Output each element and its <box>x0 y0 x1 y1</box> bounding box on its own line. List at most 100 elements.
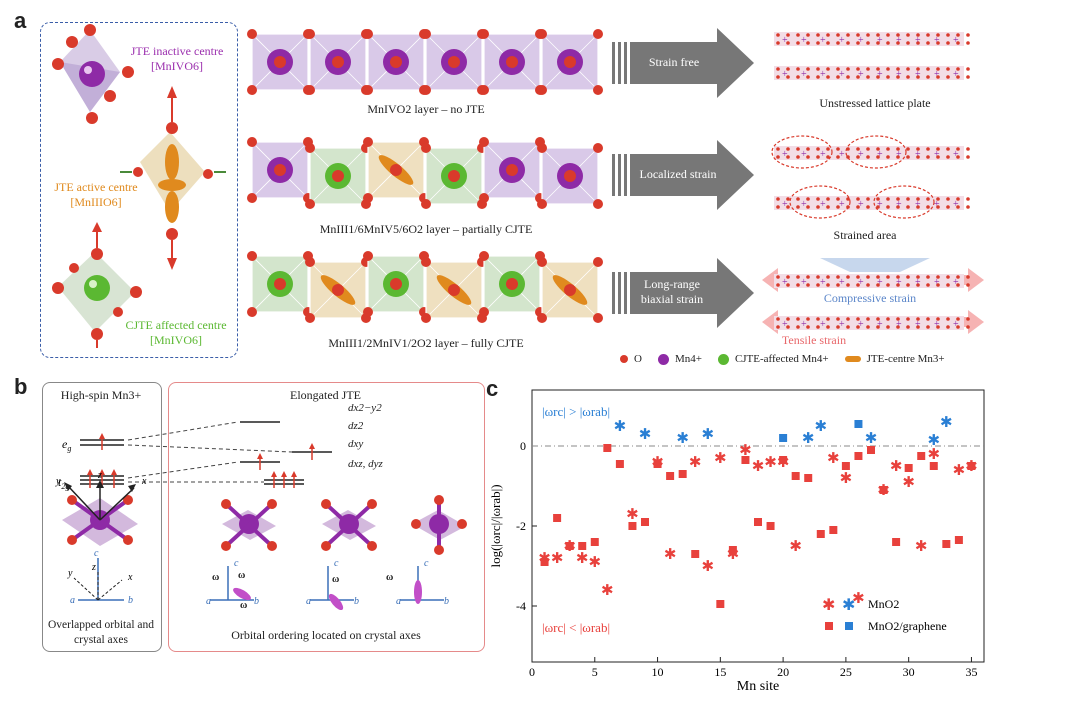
svg-text:+: + <box>877 199 883 210</box>
oxygen-atom <box>363 251 373 261</box>
svg-text:+: + <box>839 319 845 330</box>
oxygen-atom <box>593 313 603 323</box>
oxygen-atom <box>506 56 518 68</box>
svg-text:+: + <box>782 35 788 46</box>
data-point: ✱ <box>890 459 903 475</box>
series-2 <box>540 444 976 608</box>
mn4-legend-icon <box>657 353 669 365</box>
oxygen-atom <box>247 29 257 39</box>
data-point: ✱ <box>664 547 677 563</box>
data-point <box>716 600 725 608</box>
annotation-top: |ωrc| > |ωrab| <box>542 404 610 419</box>
oxygen-atom <box>564 170 576 182</box>
data-point <box>942 540 951 548</box>
svg-text:+: + <box>896 277 902 288</box>
strain-arrows <box>612 28 754 328</box>
svg-text:+: + <box>801 319 807 330</box>
data-point: ✱ <box>714 451 727 467</box>
data-point <box>666 472 675 480</box>
svg-text:+: + <box>782 319 788 330</box>
oxygen-atom <box>537 257 547 267</box>
svg-text:+: + <box>782 69 788 80</box>
svg-text:b: b <box>254 596 259 607</box>
data-point <box>879 486 888 494</box>
svg-text:+: + <box>953 69 959 80</box>
inactive-octahedron <box>52 24 134 124</box>
data-point <box>892 538 901 546</box>
data-point: ✱ <box>802 431 815 447</box>
svg-text:+: + <box>934 69 940 80</box>
data-point <box>867 446 875 454</box>
compressive-label: Compressive strain <box>823 291 917 305</box>
oxygen-atom <box>479 29 489 39</box>
panel-c-letter: c <box>486 376 499 401</box>
svg-text:+: + <box>839 277 845 288</box>
svg-text:+: + <box>801 199 807 210</box>
oxygen-atom <box>593 199 603 209</box>
oxygen-atom <box>448 284 460 296</box>
svg-text:+: + <box>801 69 807 80</box>
svg-text:+: + <box>953 35 959 46</box>
data-point <box>829 526 838 534</box>
orbital-dx2y2: dx2−y2 <box>348 402 382 414</box>
orbital-dxy: dxy <box>348 438 364 450</box>
compressive-arrow <box>820 258 930 272</box>
svg-text:ω: ω <box>240 600 247 610</box>
chart-legend: ✱ ✱ MnO2 MnO2/graphene <box>822 597 947 633</box>
svg-text:+: + <box>877 277 883 288</box>
strained-plates: ++++++++++++++++++++ <box>771 135 970 219</box>
data-point <box>741 456 750 464</box>
data-point <box>841 462 850 470</box>
svg-text:a: a <box>206 596 211 607</box>
oxygen-atom <box>479 137 489 147</box>
active-octahedron <box>120 86 226 270</box>
data-point: ✱ <box>701 427 714 443</box>
oxygen-atom <box>390 56 402 68</box>
x-tick-label: 35 <box>965 665 977 679</box>
oxygen-atom <box>593 85 603 95</box>
centres-illustration <box>52 24 226 348</box>
oxygen-atom <box>363 29 373 39</box>
svg-text:+: + <box>877 319 883 330</box>
inactive-label-2: [MnIVO6] <box>151 59 203 73</box>
data-point <box>653 460 662 468</box>
cjte-label-1: CJTE affected centre <box>125 318 227 332</box>
high-spin-title: High-spin Mn3+ <box>60 388 142 402</box>
oxygen-atom <box>421 313 431 323</box>
oxygen-atom <box>363 137 373 147</box>
y-axis-label: log(|ωrc|/|ωrab|) <box>488 484 503 567</box>
data-point <box>766 522 775 530</box>
oxygen-atom <box>537 29 547 39</box>
svg-text:+: + <box>782 149 788 160</box>
x-tick-label: 5 <box>592 665 598 679</box>
layer-row-1 <box>247 29 603 95</box>
oxygen-atom <box>332 284 344 296</box>
legend-mno2-graphene: MnO2/graphene <box>868 619 947 633</box>
arrow-1 <box>612 28 754 98</box>
elongated-title: Elongated JTE <box>290 388 361 402</box>
data-point <box>779 456 788 464</box>
oxygen-atom <box>247 193 257 203</box>
data-point <box>954 536 963 544</box>
data-point: ✱ <box>588 555 601 571</box>
svg-text:+: + <box>915 199 921 210</box>
orbital-dz2: dz2 <box>348 420 364 432</box>
svg-text:+: + <box>953 199 959 210</box>
data-point: ✱ <box>852 591 865 607</box>
legend-red-square <box>825 622 833 630</box>
svg-text:+: + <box>858 319 864 330</box>
data-point <box>816 530 825 538</box>
oxygen-atom <box>537 85 547 95</box>
oxygen-atom <box>593 257 603 267</box>
oxygen-atom <box>537 143 547 153</box>
svg-text:+: + <box>820 277 826 288</box>
strain-region <box>873 185 935 219</box>
panel-a-letter: a <box>14 8 27 33</box>
oxygen-atom <box>537 199 547 209</box>
oxygen-atom <box>305 29 315 39</box>
svg-text:ω: ω <box>386 572 393 583</box>
layer1-caption: MnIVO2 layer – no JTE <box>367 102 485 116</box>
svg-text:+: + <box>877 35 883 46</box>
oxygen-atom <box>274 164 286 176</box>
data-point <box>791 472 800 480</box>
